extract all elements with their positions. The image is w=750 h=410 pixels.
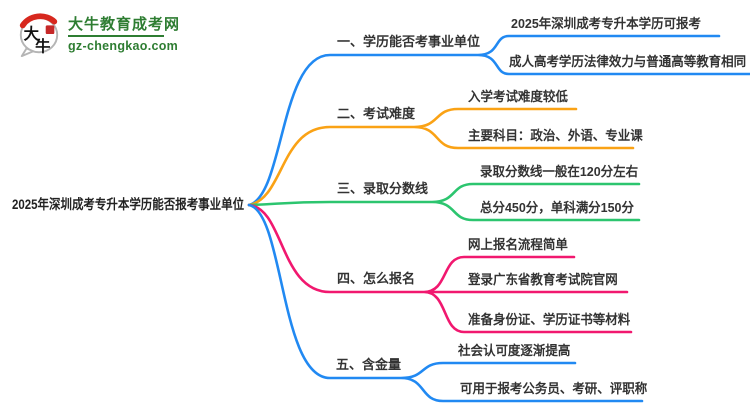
leaf-node-4-3: 准备身份证、学历证书等材料 bbox=[468, 312, 631, 327]
leaf-node-5-2: 可用于报考公务员、考研、评职称 bbox=[460, 381, 648, 396]
branch-link-4 bbox=[247, 203, 633, 334]
branch-label-2: 二、考试难度 bbox=[337, 106, 416, 121]
leaf-node-4-2: 登录广东省教育考试院官网 bbox=[468, 272, 618, 287]
branch-label-4: 四、怎么报名 bbox=[337, 271, 416, 286]
logo-char-niu: 牛 bbox=[35, 37, 50, 55]
leaf-node-3-1: 录取分数线一般在120分左右 bbox=[480, 164, 639, 179]
leaf-node-1-1: 2025年深圳成考专升本学历可报考 bbox=[511, 16, 702, 31]
logo-text-block: 大牛教育成考网 gz-chengkao.com bbox=[68, 12, 180, 53]
branch-label-3: 三、录取分数线 bbox=[337, 181, 429, 196]
logo-bubble-icon: 大 牛 bbox=[19, 13, 59, 58]
branch-label-1: 一、学历能否考事业单位 bbox=[337, 34, 481, 49]
site-logo: 大 牛 大牛教育成考网 gz-chengkao.com bbox=[16, 12, 180, 58]
logo-domain: gz-chengkao.com bbox=[68, 39, 179, 53]
branch-link-3 bbox=[247, 182, 641, 222]
leaf-node-4-1: 网上报名流程简单 bbox=[468, 237, 568, 252]
leaf-node-2-2: 主要科目：政治、外语、专业课 bbox=[468, 128, 643, 143]
branch-link-2 bbox=[247, 107, 635, 207]
leaf-node-3-2: 总分450分，单科满分150分 bbox=[480, 200, 634, 215]
logo-title: 大牛教育成考网 bbox=[68, 16, 181, 33]
branch-label-5: 五、含金量 bbox=[336, 357, 402, 372]
logo-char-da: 大 bbox=[24, 25, 40, 43]
leaf-node-1-2: 成人高考学历法律效力与普通高等教育相同 bbox=[509, 54, 747, 69]
logo-divider bbox=[68, 35, 164, 37]
root-topic: 2025年深圳成考专升本学历能否报考事业单位 bbox=[12, 197, 245, 212]
leaf-node-2-1: 入学考试难度较低 bbox=[468, 89, 568, 104]
branch-link-5 bbox=[247, 203, 644, 403]
branch-link-1 bbox=[247, 34, 750, 207]
leaf-node-5-1: 社会认可度逐渐提高 bbox=[458, 343, 571, 358]
